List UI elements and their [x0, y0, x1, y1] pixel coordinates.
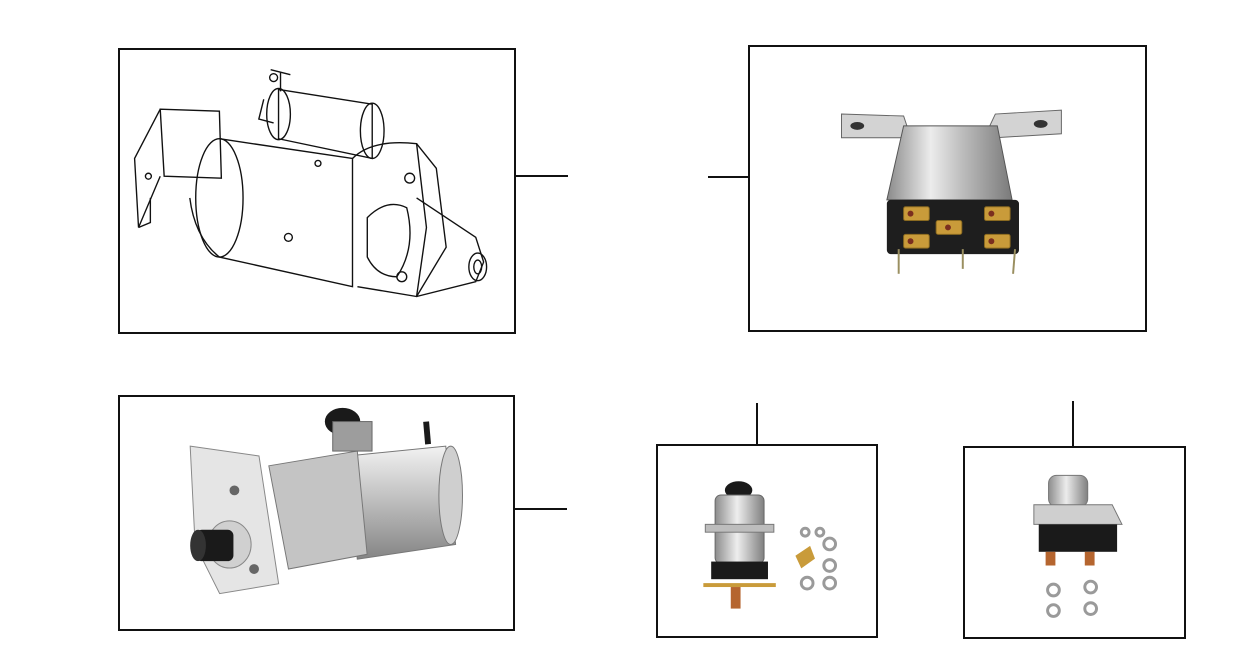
remote-solenoid-kit-icon	[1033, 474, 1123, 618]
starter-relay-icon	[841, 109, 1062, 274]
leader-line-hi-torque-starter	[515, 508, 567, 510]
panel-starter-motor-drawing[interactable]	[118, 48, 516, 334]
panel-hi-torque-starter[interactable]	[118, 395, 515, 631]
panel-starter-solenoid-kit[interactable]	[656, 444, 878, 638]
leader-line-remote-solenoid	[1072, 401, 1074, 446]
leader-line-solenoid-kit	[756, 403, 758, 444]
hi-torque-starter-motor-icon	[189, 407, 463, 595]
leader-line-starter-relay	[708, 176, 749, 178]
panel-remote-solenoid-kit[interactable]	[963, 446, 1186, 639]
starter-solenoid-kit-icon	[703, 481, 838, 609]
starter-motor-line-drawing-icon	[133, 69, 488, 298]
leader-line-starter-drawing	[516, 175, 568, 177]
panel-starter-relay[interactable]	[748, 45, 1147, 332]
